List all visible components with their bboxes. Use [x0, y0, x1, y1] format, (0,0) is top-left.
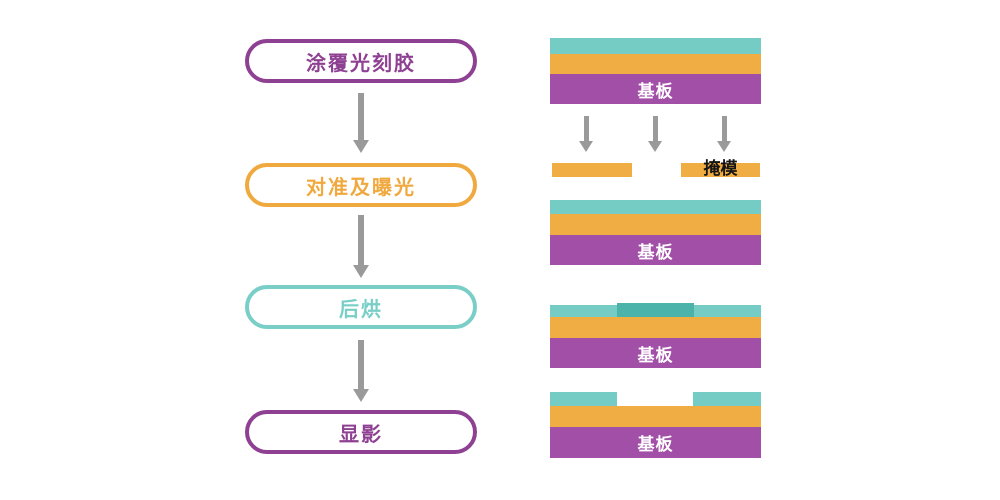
stack-after-post-bake: 基板 [550, 303, 761, 368]
flow-down-arrow-icon [353, 93, 369, 153]
photoresist-layer [550, 200, 761, 214]
arrow-shaft [583, 116, 589, 142]
flow-step-label: 显影 [339, 421, 383, 446]
flow-down-arrow-icon [353, 215, 369, 278]
arrow-head [353, 140, 369, 153]
substrate-label: 基板 [637, 242, 674, 263]
substrate-label: 基板 [637, 81, 674, 102]
arrow-head [579, 141, 593, 152]
arrow-shaft [721, 116, 727, 142]
flow-step-post-bake: 后烘 [245, 285, 477, 329]
arrow-shaft [652, 116, 658, 142]
mask-segment-right [681, 163, 760, 177]
flow-step-align-expose: 对准及曝光 [245, 163, 477, 207]
stack-after-develop: 基板 [550, 392, 761, 458]
exposure-arrow-icon [579, 116, 593, 152]
flow-step-develop: 显影 [245, 410, 477, 454]
substrate-layer: 基板 [550, 427, 761, 458]
substrate-label: 基板 [637, 345, 674, 366]
exposure-arrow-icon [648, 116, 662, 152]
coating-layer [550, 54, 761, 74]
substrate-label: 基板 [637, 435, 674, 455]
photoresist-segment-right [693, 392, 761, 406]
arrow-head [353, 389, 369, 402]
photoresist-segment-left [550, 392, 617, 406]
flow-step-coat-photoresist: 涂覆光刻胶 [245, 39, 477, 83]
arrow-head [353, 265, 369, 278]
flow-step-label: 对准及曝光 [306, 174, 416, 199]
exposed-photoresist-region [617, 303, 694, 317]
arrow-shaft [358, 215, 364, 266]
substrate-layer: 基板 [550, 74, 761, 104]
flow-step-label: 后烘 [339, 296, 383, 321]
arrow-head [717, 141, 731, 152]
stack-after-exposure: 基板 [550, 200, 761, 265]
exposure-arrow-icon [717, 116, 731, 152]
substrate-layer: 基板 [550, 235, 761, 265]
coating-layer [550, 214, 761, 235]
coating-layer [550, 317, 761, 338]
mask-segment-left [552, 163, 632, 177]
arrow-head [648, 141, 662, 152]
mask-label: 掩模 [703, 158, 738, 179]
photoresist-layer [550, 38, 761, 54]
arrow-shaft [358, 93, 364, 141]
substrate-layer: 基板 [550, 338, 761, 368]
stack-coated-substrate: 基板 [550, 38, 761, 104]
coating-layer [550, 406, 761, 427]
flow-down-arrow-icon [353, 340, 369, 402]
flow-step-label: 涂覆光刻胶 [306, 50, 416, 75]
arrow-shaft [358, 340, 364, 390]
